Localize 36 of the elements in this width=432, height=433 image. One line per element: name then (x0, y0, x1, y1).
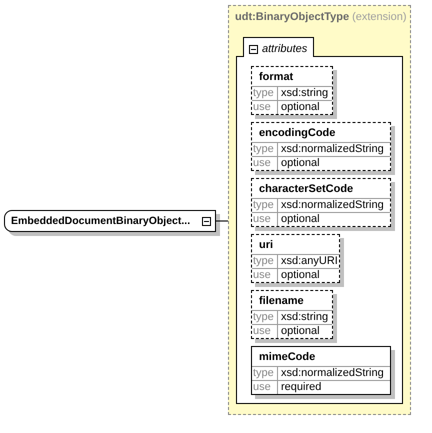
property-label: type (252, 87, 278, 100)
type-name: udt:BinaryObjectType (235, 11, 350, 23)
property-label: use (252, 269, 278, 282)
property-value: optional (280, 213, 320, 226)
connector-line (216, 220, 228, 222)
property-label: use (252, 101, 278, 114)
property-label: type (252, 367, 278, 380)
property-label: type (252, 255, 278, 268)
property-value: xsd:normalizedString (280, 367, 384, 380)
property-value: required (280, 381, 322, 394)
property-label: type (252, 143, 278, 156)
attribute-name: filename (258, 294, 305, 309)
property-value: xsd:string (280, 87, 328, 100)
property-value: xsd:string (280, 311, 328, 324)
property-value: optional (280, 325, 320, 338)
property-value: xsd:normalizedString (280, 143, 384, 156)
element-name: EmbeddedDocumentBinaryObject... (11, 215, 192, 227)
property-label: use (252, 157, 278, 170)
property-label: use (252, 381, 278, 394)
property-value: optional (280, 269, 320, 282)
property-value: optional (280, 101, 320, 114)
property-label: use (252, 325, 278, 338)
property-value: xsd:normalizedString (280, 199, 384, 212)
type-container (228, 5, 411, 415)
property-label: type (252, 311, 278, 324)
attribute-name: mimeCode (258, 350, 316, 365)
derivation-note: (extension) (352, 11, 407, 23)
property-label: use (252, 213, 278, 226)
property-label: type (252, 199, 278, 212)
attribute-name: encodingCode (258, 126, 336, 141)
attribute-name: format (258, 70, 294, 85)
attribute-name: uri (258, 238, 274, 253)
group-title: attributes (262, 43, 308, 55)
attribute-name: characterSetCode (258, 182, 354, 197)
property-value: xsd:anyURI (280, 255, 338, 268)
property-value: optional (280, 157, 320, 170)
